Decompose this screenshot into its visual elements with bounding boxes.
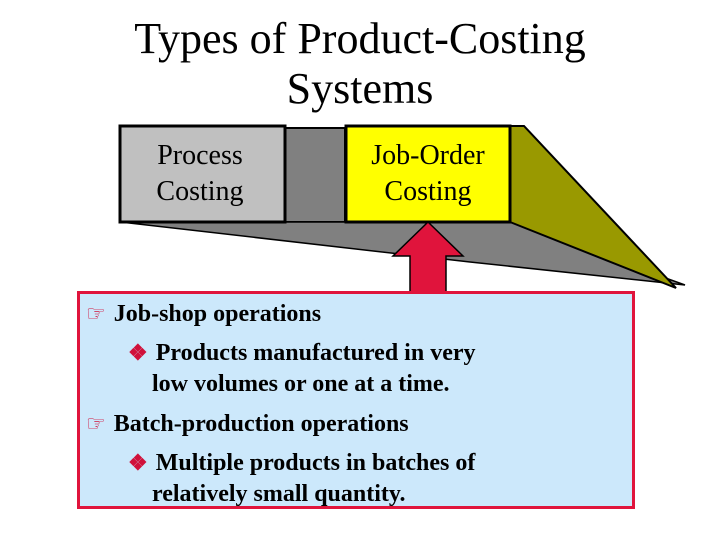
- process-label-1: Process: [157, 140, 243, 171]
- sub-bullet-2-line-2: relatively small quantity.: [152, 481, 406, 507]
- sub-bullet-1: ❖ Products manufactured in very: [128, 339, 476, 367]
- sub-bullet-2: ❖ Multiple products in batches of: [128, 449, 475, 477]
- pointing-hand-icon: ☞: [86, 411, 106, 436]
- sub-bullet-1-line-2: low volumes or one at a time.: [152, 371, 450, 397]
- bullet-2-text: Batch-production operations: [113, 411, 409, 437]
- process-costing-box: [118, 124, 287, 224]
- sub-bullet-1-line-1: Products manufactured in very: [155, 340, 476, 366]
- bullet-1: ☞ Job-shop operations: [86, 300, 321, 328]
- sub-bullet-1-continuation: low volumes or one at a time.: [152, 370, 450, 398]
- diamond-bullet-icon: ❖: [128, 340, 148, 365]
- info-panel: ☞ Job-shop operations ❖ Products manufactu…: [77, 291, 635, 509]
- process-label-2: Costing: [156, 176, 243, 207]
- sub-bullet-2-line-1: Multiple products in batches of: [155, 450, 476, 476]
- pointing-hand-icon: ☞: [86, 301, 106, 326]
- job-order-costing-box: [344, 124, 512, 224]
- bullet-2: ☞ Batch-production operations: [86, 410, 409, 438]
- title-line-1: Types of Product-Costing: [134, 14, 586, 63]
- job-label-2: Costing: [384, 176, 471, 207]
- sub-bullet-2-continuation: relatively small quantity.: [152, 480, 406, 508]
- process-box-side: [284, 127, 346, 223]
- bullet-1-text: Job-shop operations: [113, 301, 322, 327]
- slide-title: Types of Product-Costing Systems: [0, 14, 720, 114]
- job-label-1: Job-Order: [371, 140, 485, 171]
- title-line-2: Systems: [286, 64, 434, 113]
- diamond-bullet-icon: ❖: [128, 450, 148, 475]
